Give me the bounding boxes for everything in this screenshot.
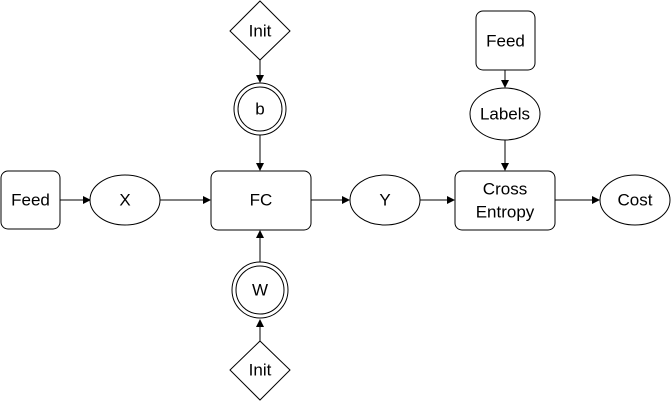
cost-label: Cost (618, 191, 653, 210)
b-node: b (233, 82, 287, 136)
init-node-bottom: Init (229, 340, 291, 401)
edges (60, 60, 600, 341)
edge-y-to-cross-entropy (420, 196, 455, 204)
edge-init-to-b (256, 60, 264, 83)
y-label: Y (379, 191, 390, 210)
edge-feed-to-x (60, 196, 91, 204)
x-label: X (119, 191, 130, 210)
y-node: Y (349, 174, 421, 226)
fc-node: FC (210, 170, 312, 231)
x-node: X (89, 174, 161, 226)
labels-node: Labels (469, 87, 541, 141)
edge-b-to-fc (256, 134, 264, 171)
b-label: b (255, 100, 264, 119)
cross-entropy-label-line2: Entropy (476, 203, 535, 222)
cross-entropy-label-line1: Cross (483, 180, 527, 199)
feed-top-label: Feed (486, 32, 525, 51)
w-label: W (252, 281, 268, 300)
init-node-top: Init (229, 0, 291, 61)
fc-label: FC (250, 191, 273, 210)
edge-x-to-fc (160, 196, 211, 204)
feed-left-label: Feed (11, 191, 50, 210)
edge-cross-entropy-to-cost (555, 196, 600, 204)
feed-node-left: Feed (0, 170, 61, 230)
cost-node: Cost (599, 174, 671, 226)
edge-feed-to-labels (501, 70, 509, 88)
init-top-label: Init (249, 22, 272, 41)
edge-init-to-w (256, 319, 264, 341)
init-bottom-label: Init (249, 361, 272, 380)
edge-w-to-fc (256, 230, 264, 262)
labels-label: Labels (480, 105, 530, 124)
feed-node-top: Feed (475, 10, 536, 71)
w-node: W (231, 261, 289, 319)
cross-entropy-node: Cross Entropy (454, 170, 556, 231)
edge-fc-to-y (311, 196, 350, 204)
edge-labels-to-cross-entropy (501, 140, 509, 171)
